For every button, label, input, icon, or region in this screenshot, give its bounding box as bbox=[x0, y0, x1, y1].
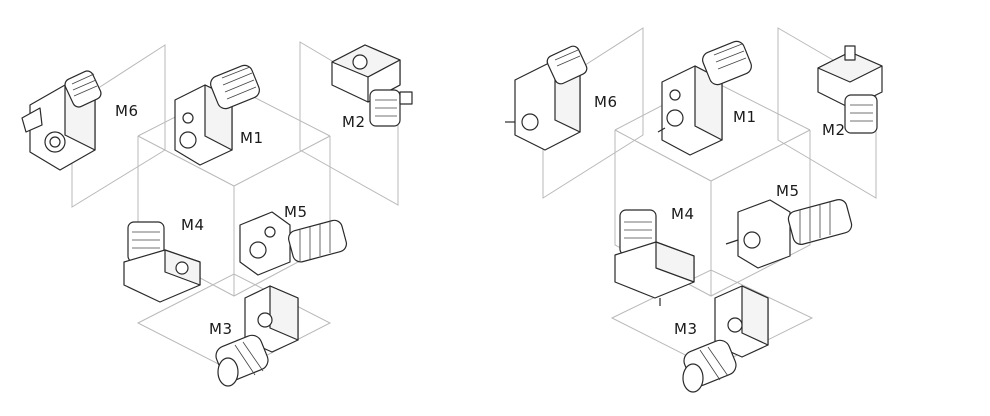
left-m6-gearmotor-icon bbox=[21, 70, 102, 171]
right-m3-gearmotor-icon bbox=[682, 285, 769, 393]
left-m2-label: M2 bbox=[342, 113, 366, 131]
right-m6-gearmotor-icon bbox=[505, 45, 588, 151]
left-cube bbox=[137, 86, 331, 297]
right-m1-label: M1 bbox=[733, 108, 757, 126]
right-m5-gearmotor-icon bbox=[725, 199, 853, 269]
left-m6-panel bbox=[71, 44, 166, 208]
right-m5-label: M5 bbox=[776, 182, 800, 200]
left-m3-gearmotor-icon bbox=[215, 285, 299, 387]
right-m3-label: M3 bbox=[674, 320, 698, 338]
left-m1-gearmotor-icon bbox=[174, 64, 260, 166]
right-m1-gearmotor-icon bbox=[657, 40, 752, 156]
right-m2-gearmotor-icon bbox=[817, 45, 883, 134]
left-m3-label: M3 bbox=[209, 320, 233, 338]
right-m6-panel bbox=[542, 27, 644, 199]
left-m3-panel bbox=[136, 273, 332, 373]
right-view bbox=[505, 27, 883, 393]
left-m5-label: M5 bbox=[284, 203, 308, 221]
left-m6-label: M6 bbox=[115, 102, 139, 120]
left-m1-label: M1 bbox=[240, 129, 264, 147]
left-view bbox=[21, 41, 413, 387]
left-m2-gearmotor-icon bbox=[331, 44, 413, 127]
right-m4-label: M4 bbox=[671, 205, 695, 223]
right-m6-label: M6 bbox=[594, 93, 618, 111]
left-m5-gearmotor-icon bbox=[239, 211, 348, 276]
right-m4-gearmotor-icon bbox=[614, 209, 695, 306]
right-m2-label: M2 bbox=[822, 121, 846, 139]
left-m4-gearmotor-icon bbox=[123, 221, 201, 303]
left-m4-label: M4 bbox=[181, 216, 205, 234]
